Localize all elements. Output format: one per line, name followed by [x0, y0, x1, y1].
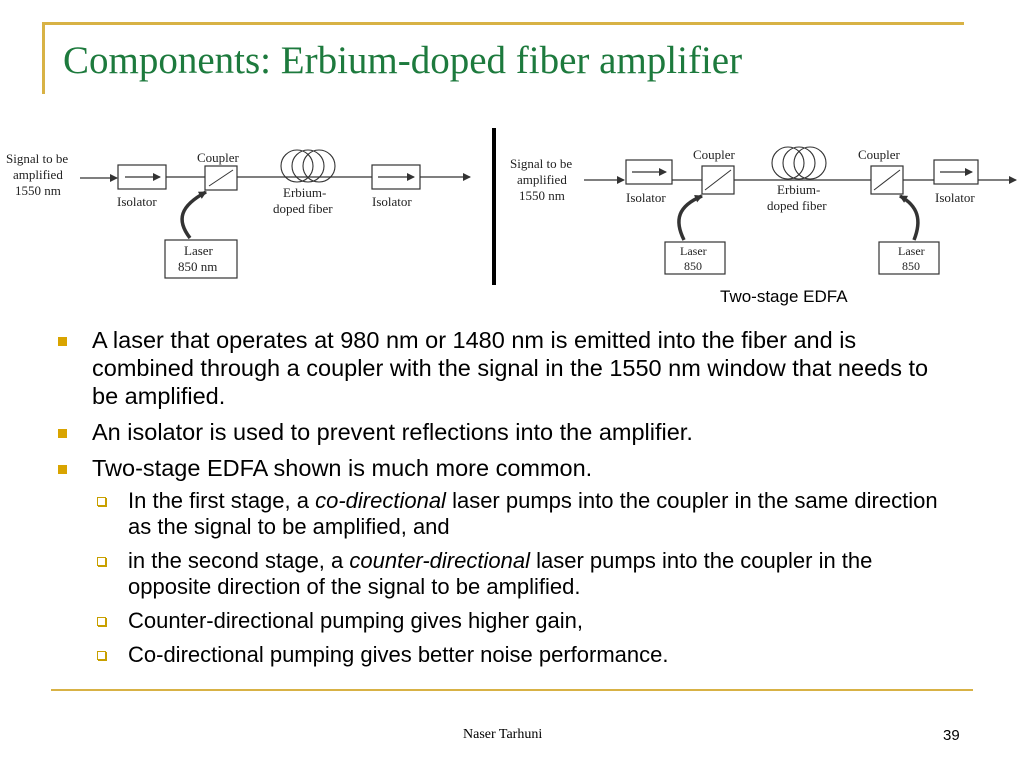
pump-arrow [180, 190, 207, 240]
slide-title: Components: Erbium-doped fiber amplifier [63, 39, 743, 82]
laser-1-label-line2: 850 [684, 259, 702, 273]
isolator-label-1: Isolator [117, 194, 157, 209]
isolator-label-1: Isolator [626, 190, 666, 205]
laser-label-line1: Laser [184, 243, 214, 258]
isolator-label-2: Isolator [935, 190, 975, 205]
fiber-label-line2: doped fiber [767, 198, 827, 213]
bullet-marker [58, 465, 67, 474]
two-stage-diagram: Signal to be amplified 1550 nm Isolator … [510, 146, 1017, 275]
sub-bullet-marker [97, 557, 106, 566]
sub-bullet-text: In the first stage, a [128, 488, 316, 513]
sub-bullet-marker [97, 617, 106, 626]
bullet-text: A laser that operates at 980 nm or 1480 … [92, 327, 929, 409]
fiber-label-line1: Erbium- [777, 182, 820, 197]
laser-2-label-line2: 850 [902, 259, 920, 273]
sub-bullet-text: laser pumps into the coupler in the same… [128, 488, 938, 539]
fiber-label-line2: doped fiber [273, 201, 333, 216]
footer-author: Naser Tarhuni [463, 727, 543, 742]
isolator-label-2: Isolator [372, 194, 412, 209]
laser-2-label-line1: Laser [898, 244, 925, 258]
sub-bullet-item: Co-directional pumping gives better nois… [58, 642, 958, 668]
signal-label-line1: Signal to be [510, 156, 572, 171]
signal-label-line3: 1550 nm [15, 183, 61, 198]
coupler-label: Coupler [197, 150, 240, 165]
sub-bullet-marker [97, 497, 106, 506]
coupler-diagonal [208, 169, 234, 187]
sub-bullet-text: Co-directional pumping gives better nois… [128, 642, 669, 667]
bullet-item: A laser that operates at 980 nm or 1480 … [58, 326, 958, 410]
sub-bullet-item: Counter-directional pumping gives higher… [58, 608, 958, 634]
bullet-item: An isolator is used to prevent reflectio… [58, 418, 958, 446]
coupler-label-2: Coupler [858, 147, 901, 162]
edfa-diagrams: Signal to be amplified 1550 nm Isolator … [6, 128, 1017, 285]
page-number: 39 [943, 727, 960, 744]
frame-top-rule [42, 22, 964, 25]
bottom-rule [51, 689, 973, 691]
laser-1-label-line1: Laser [680, 244, 707, 258]
sub-bullet-emphasis: co-directional [315, 488, 446, 513]
sub-bullet-text: Counter-directional pumping gives higher… [128, 608, 583, 633]
signal-label-line2: amplified [13, 167, 63, 182]
signal-label-line2: amplified [517, 172, 567, 187]
laser-label-line2: 850 nm [178, 259, 217, 274]
bullet-list: A laser that operates at 980 nm or 1480 … [58, 326, 958, 676]
bullet-marker [58, 429, 67, 438]
bullet-item: Two-stage EDFA shown is much more common… [58, 454, 958, 482]
signal-label-line1: Signal to be [6, 151, 68, 166]
laser-box [164, 239, 238, 279]
sub-bullet-marker [97, 651, 106, 660]
bullet-text: An isolator is used to prevent reflectio… [92, 419, 693, 445]
sub-bullet-item: in the second stage, a counter-direction… [58, 548, 958, 600]
bullet-marker [58, 337, 67, 346]
erbium-fiber-coil [771, 146, 827, 180]
signal-label-line3: 1550 nm [519, 188, 565, 203]
counter-directional-pump-arrow [899, 194, 920, 241]
coupler-diagonal-2 [873, 169, 901, 191]
laser-box-1 [664, 241, 726, 275]
two-stage-caption: Two-stage EDFA [720, 287, 848, 306]
sub-bullet-text: laser pumps into the coupler in the oppo… [128, 548, 873, 599]
bullet-text: Two-stage EDFA shown is much more common… [92, 455, 593, 481]
coupler-label-1: Coupler [693, 147, 736, 162]
fiber-label-line1: Erbium- [283, 185, 326, 200]
erbium-fiber-coil [280, 149, 336, 183]
single-stage-diagram: Signal to be amplified 1550 nm Isolator … [6, 149, 471, 279]
sub-bullet-text: in the second stage, a [128, 548, 350, 573]
coupler-diagonal-1 [704, 169, 732, 191]
sub-bullet-emphasis: counter-directional [349, 548, 530, 573]
frame-left-rule [42, 22, 45, 94]
laser-box-2 [878, 241, 940, 275]
co-directional-pump-arrow [677, 194, 703, 241]
sub-bullet-item: In the first stage, a co-directional las… [58, 488, 958, 540]
